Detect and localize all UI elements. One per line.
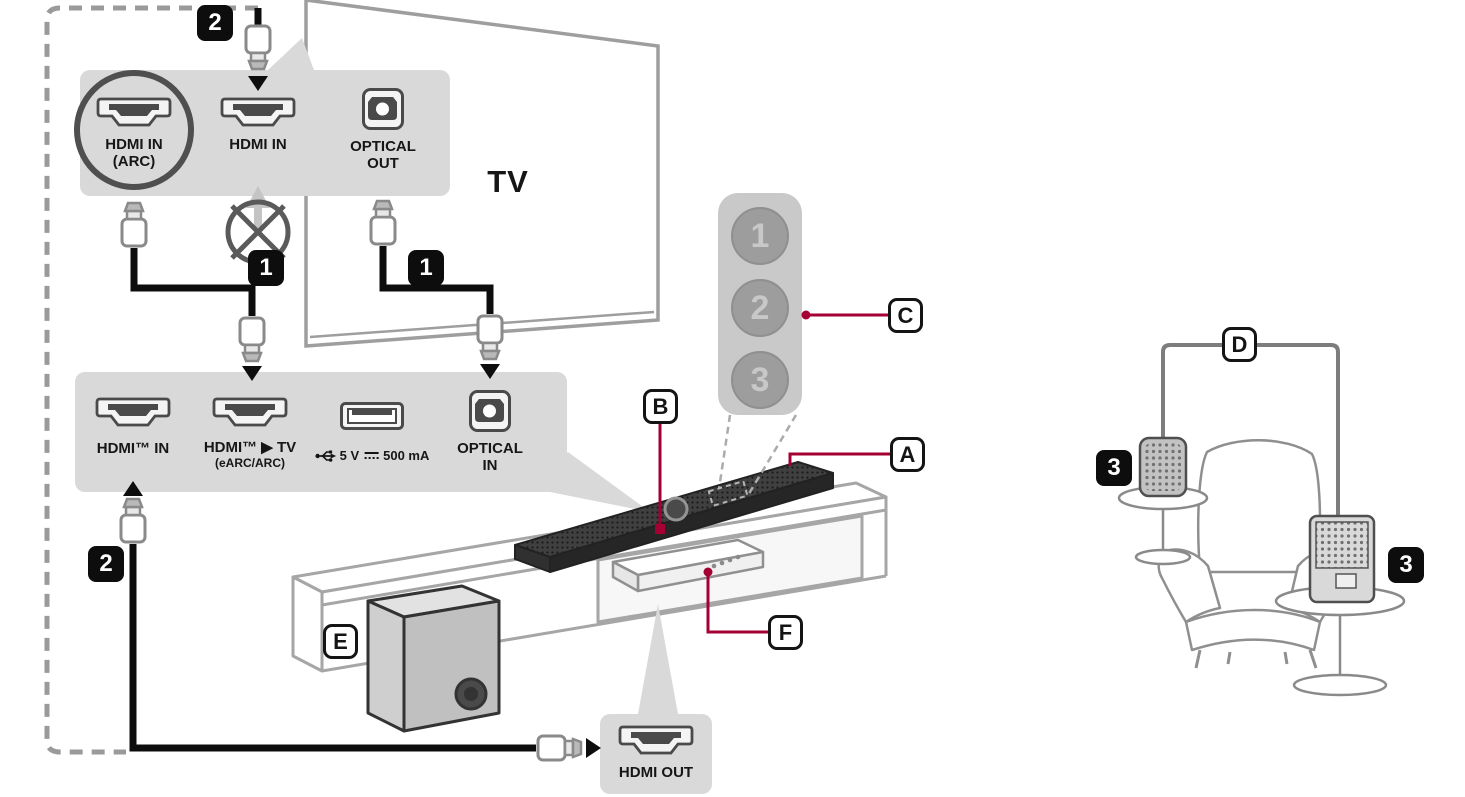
- hdmi-plug: [238, 316, 266, 363]
- cable-2-top: [244, 8, 272, 91]
- callout-c: C: [888, 298, 923, 333]
- soundbar-ports-panel: [75, 372, 650, 512]
- remote-button-2-label: 2: [750, 288, 770, 327]
- right-arrow-icon: [586, 738, 601, 758]
- remote-button-1: [731, 207, 789, 265]
- tv-optical-out-port-icon: [362, 88, 404, 130]
- dc-symbol-icon: [364, 451, 379, 461]
- rear-speaker-left: [1138, 436, 1188, 498]
- step-1-badge: 1: [408, 250, 444, 286]
- step-1-badge: 1: [248, 250, 284, 286]
- remote-button-2: [731, 279, 789, 337]
- soundbar-usb-port-icon: [340, 402, 404, 430]
- step-2-badge: 2: [88, 546, 124, 582]
- set-top-box: [611, 538, 765, 593]
- hdmi-plug: [244, 24, 272, 71]
- callout-f: F: [768, 615, 803, 650]
- tv-hdmi-arc-label-line2: (ARC): [112, 153, 156, 170]
- callout-lines: [655, 310, 890, 634]
- optical-plug: [476, 314, 504, 361]
- remote-buttons-panel: [718, 193, 802, 415]
- soundbar-hdmi-tv-label-line2: (eARC/ARC): [215, 456, 285, 470]
- step-3-badge: 3: [1388, 547, 1424, 583]
- hdmi-plug: [536, 734, 583, 762]
- tv-hdmi-in-label: HDMI IN: [229, 136, 287, 153]
- callout-f-dot: [703, 567, 713, 577]
- cable-2-dashed-route: [44, 5, 258, 755]
- usb-amp-label: 500 mA: [383, 448, 430, 463]
- remote-button-3-label: 3: [750, 360, 770, 399]
- cable-1-hdmi: [120, 201, 266, 381]
- soundbar-hdmi-tv-label-line1: HDMI™ ▶ TV: [203, 439, 297, 456]
- remote-panel-leaders: [717, 414, 798, 498]
- left-side-table: [1117, 485, 1209, 566]
- tv-ports-panel: [80, 38, 450, 196]
- hdmi-plug: [119, 497, 147, 544]
- callout-d: D: [1222, 327, 1257, 362]
- soundbar-buttons-zone: [707, 479, 749, 508]
- usb-volt-label: 5 V: [339, 448, 360, 463]
- step-2-badge: 2: [197, 5, 233, 41]
- callout-b: B: [643, 389, 678, 424]
- cable-1-optical: [369, 199, 504, 379]
- soundbar-usb-label: 5 V 500 mA: [315, 448, 430, 463]
- soundbar-optical-in-port-icon: [469, 390, 511, 432]
- callout-c-dot: [801, 310, 811, 320]
- hdmi-plug: [120, 201, 148, 248]
- callout-b-dot: [655, 524, 665, 534]
- prohibition-icon: [225, 186, 291, 265]
- callout-a: A: [890, 437, 925, 472]
- callout-a-line: [788, 452, 890, 466]
- remote-button-1-label: 1: [750, 216, 770, 255]
- soundbar-speaker-detail: [663, 496, 689, 522]
- step-3-badge: 3: [1096, 450, 1132, 486]
- hdmi-out-label: HDMI OUT: [618, 764, 694, 781]
- subwoofer: [366, 584, 501, 733]
- soundbar-optical-in-label-line2: IN: [482, 457, 498, 474]
- tv-hdmi-arc-label-line1: HDMI IN: [105, 136, 163, 153]
- soundbar-hdmi-in-label: HDMI™ IN: [96, 440, 170, 457]
- tv-label: TV: [487, 164, 529, 199]
- optical-plug: [369, 199, 397, 246]
- callout-f-line: [706, 572, 768, 634]
- rear-speaker-right: [1308, 514, 1376, 604]
- tv-optical-out-label-line2: OUT: [367, 155, 399, 172]
- tv-optical-out-label-line1: OPTICAL: [350, 138, 416, 155]
- soundbar-unit: [514, 461, 834, 573]
- usb-icon: [315, 450, 337, 462]
- soundbar-optical-in-label-line1: OPTICAL: [457, 440, 523, 457]
- remote-button-3: [731, 351, 789, 409]
- callout-e: E: [323, 624, 358, 659]
- arc-highlight-circle: [74, 70, 194, 190]
- cable-2-bottom: [119, 481, 601, 762]
